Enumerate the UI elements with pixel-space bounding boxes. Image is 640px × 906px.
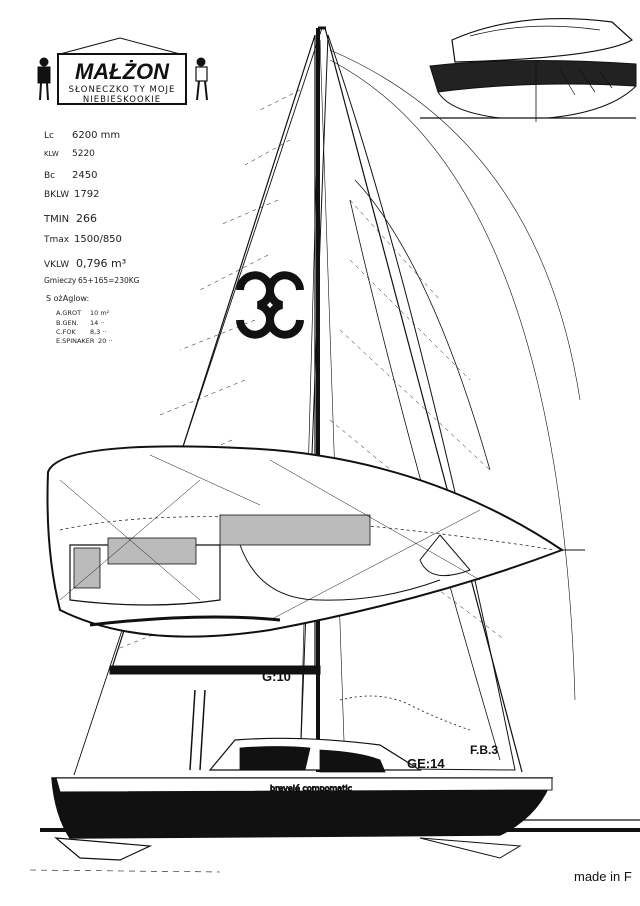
mainsail-mark: G:10 bbox=[262, 669, 291, 684]
spec-value: 5220 bbox=[72, 149, 95, 159]
sail-name: C.FOK bbox=[56, 328, 76, 336]
title-line-1: SŁONECZKO TY MOJE bbox=[69, 85, 176, 95]
hull-section-view bbox=[420, 17, 637, 122]
spec-label: TMIN bbox=[43, 214, 69, 225]
sail-number-graphic bbox=[236, 271, 304, 339]
spec-value: 266 bbox=[76, 212, 97, 225]
spec-value: 65+165=230KG bbox=[78, 276, 140, 285]
spec-label: Tmax bbox=[43, 235, 70, 245]
spec-label: Bc bbox=[44, 171, 55, 181]
title-line-2: NIEBIESKOOKIE bbox=[83, 95, 161, 105]
sail-area: 14 ·· bbox=[90, 319, 104, 327]
spec-value: 1500/850 bbox=[74, 234, 122, 245]
spec-list: Lc 6200 mm KLW 5220 Bc 2450 BKLW 1792 TM… bbox=[43, 130, 140, 345]
sail-name: A.GROT bbox=[56, 309, 81, 317]
left-figure-icon bbox=[37, 57, 51, 101]
sheet-line bbox=[339, 695, 471, 731]
rigging bbox=[73, 26, 523, 776]
deck-plan bbox=[46, 445, 585, 638]
spec-label: Gmieczy bbox=[44, 276, 77, 285]
spec-value: 6200 mm bbox=[72, 130, 120, 141]
sail-name: E.SPINAKER bbox=[56, 337, 95, 345]
spec-value: 1792 bbox=[74, 189, 99, 200]
spec-value: 0,796 m³ bbox=[76, 257, 126, 270]
hull-profile: brevelé compomatic bbox=[29, 689, 640, 873]
spec-label: Lc bbox=[44, 131, 54, 141]
spec-label: KLW bbox=[44, 150, 59, 158]
sail-area: 8,3 ·· bbox=[90, 328, 107, 336]
sail-area: 10 m² bbox=[90, 309, 110, 317]
boat-name: MAŁŻON bbox=[75, 59, 170, 84]
footer-label: made in F bbox=[574, 869, 632, 884]
title-placard: MAŁŻON SŁONECZKO TY MOJE NIEBIESKOOKIE bbox=[57, 37, 187, 105]
spec-label: VKLW bbox=[44, 260, 69, 270]
sail-name: B.GEN. bbox=[56, 319, 79, 327]
spec-value: 2450 bbox=[72, 170, 97, 181]
sails-heading: S ożAglow: bbox=[46, 294, 89, 303]
jib-mark: F.B.3 bbox=[470, 743, 498, 757]
spec-label: BKLW bbox=[44, 190, 69, 200]
right-figure-icon bbox=[195, 57, 208, 101]
sail-area: 20 ·· bbox=[98, 337, 112, 345]
genoa bbox=[299, 34, 581, 771]
hull-lettering: brevelé compomatic bbox=[270, 783, 352, 793]
genoa-mark: GE:14 bbox=[407, 756, 445, 771]
